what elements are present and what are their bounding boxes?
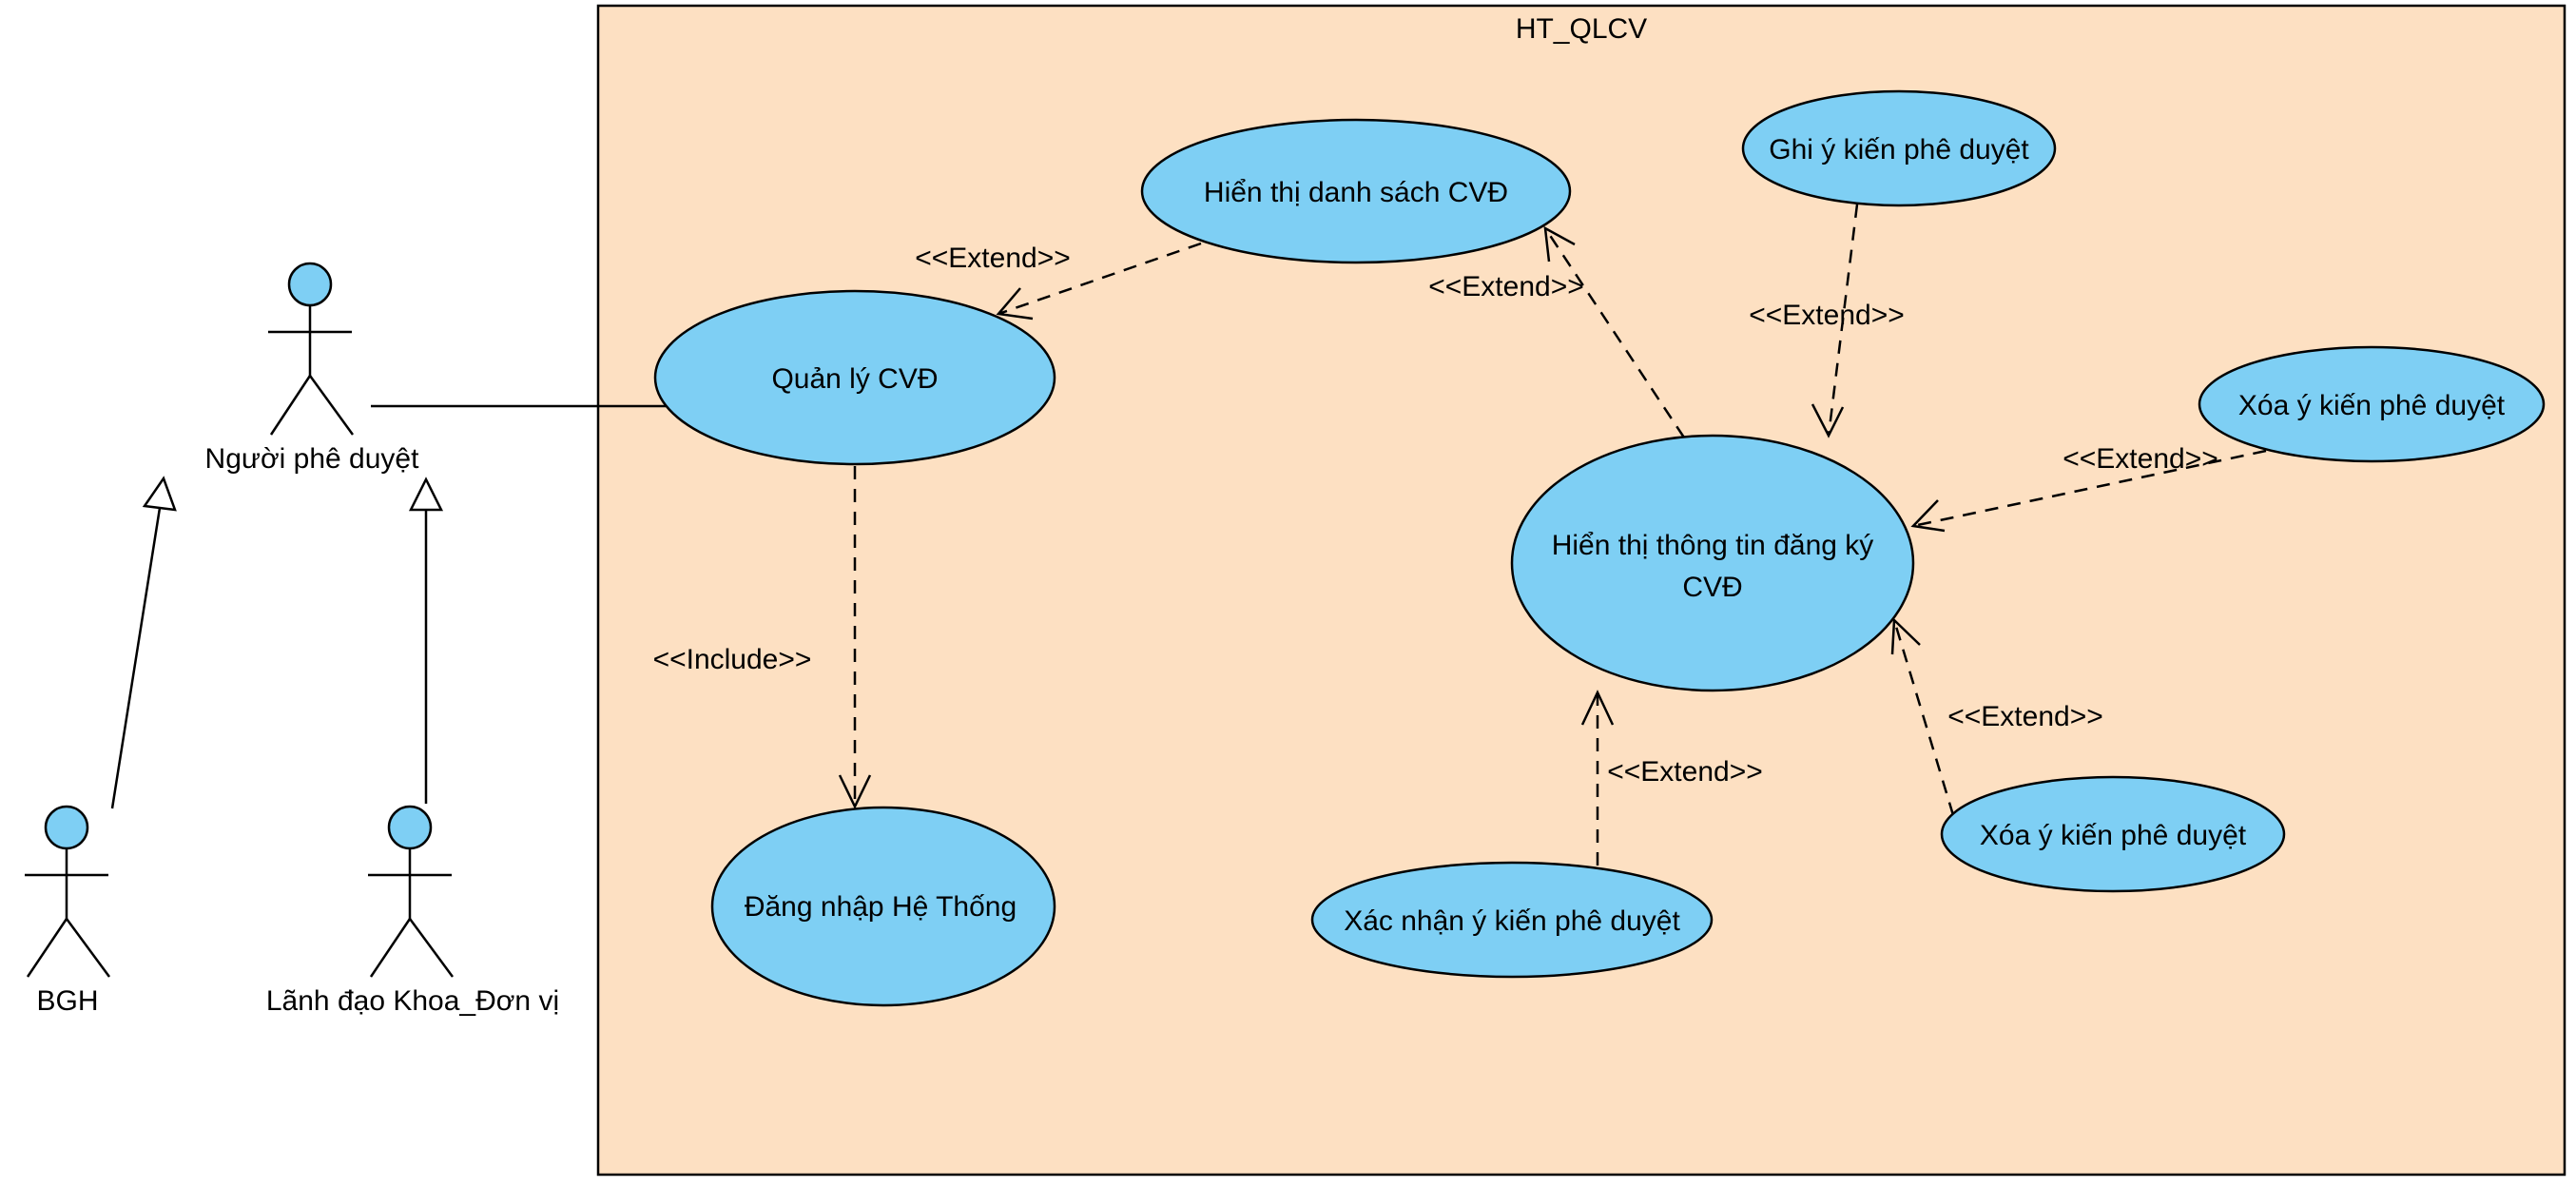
label-confirm-to-info: <<Extend>> <box>1607 756 1762 788</box>
actor-bgh-head <box>44 805 89 850</box>
actor-leader-label: Lãnh đạo Khoa_Đơn vị <box>266 985 559 1017</box>
actor-approver[interactable]: Người phê duyệt <box>205 262 420 475</box>
actor-approver-label: Người phê duyệt <box>205 443 420 475</box>
label-delete1-to-info: <<Extend>> <box>2063 443 2218 475</box>
usecase-write-opinion-label: Ghi ý kiến phê duyệt <box>1769 134 2029 165</box>
actor-bgh[interactable]: BGH <box>25 805 111 1017</box>
usecase-manage[interactable]: Quản lý CVĐ <box>653 289 1056 466</box>
label-list-to-manage: <<Extend>> <box>915 243 1070 274</box>
label-info-to-list: <<Extend>> <box>1428 271 1583 302</box>
relation-list-to-manage <box>996 242 1202 321</box>
relation-delete1-to-info <box>1910 449 2267 533</box>
usecase-login[interactable]: Đăng nhập Hệ Thống <box>710 806 1056 1007</box>
usecase-info-label-line2: CVĐ <box>1682 572 1742 603</box>
relation-info-to-list <box>1543 225 1686 438</box>
actor-leader[interactable]: Lãnh đạo Khoa_Đơn vị <box>266 805 559 1017</box>
usecase-info[interactable]: Hiển thị thông tin đăng ký CVĐ <box>1510 434 1915 692</box>
generalization-leader-arrowhead <box>408 477 444 512</box>
system-title: HT_QLCV <box>1516 13 1647 45</box>
actor-bgh-label: BGH <box>36 985 98 1017</box>
relation-manage-to-login <box>838 466 872 809</box>
generalization-bgh-line <box>110 507 162 809</box>
usecase-delete-opinion-1[interactable]: Xóa ý kiến phê duyệt <box>2198 345 2546 463</box>
usecase-write-opinion[interactable]: Ghi ý kiến phê duyệt <box>1741 89 2057 207</box>
usecase-confirm-opinion-label: Xác nhận ý kiến phê duyệt <box>1344 905 1680 937</box>
generalization-bgh-arrowhead <box>142 476 177 512</box>
usecase-login-label: Đăng nhập Hệ Thống <box>745 891 1017 923</box>
actor-leader-head <box>387 805 433 850</box>
usecase-info-label-line1: Hiển thị thông tin đăng ký <box>1552 530 1874 561</box>
usecase-list-label: Hiển thị danh sách CVĐ <box>1204 177 1508 208</box>
usecase-list[interactable]: Hiển thị danh sách CVĐ <box>1140 118 1572 264</box>
label-delete2-to-info: <<Extend>> <box>1947 701 2102 732</box>
usecase-delete-opinion-2[interactable]: Xóa ý kiến phê duyệt <box>1940 775 2286 893</box>
actor-approver-head <box>287 262 333 307</box>
usecase-delete-opinion-2-label: Xóa ý kiến phê duyệt <box>1980 820 2247 851</box>
usecase-confirm-opinion[interactable]: Xác nhận ý kiến phê duyệt <box>1310 861 1714 979</box>
relation-write-to-info <box>1811 204 1859 438</box>
label-write-to-info: <<Extend>> <box>1749 300 1904 331</box>
usecase-manage-label: Quản lý CVĐ <box>771 363 938 395</box>
relation-delete2-to-info <box>1890 617 1955 816</box>
usecase-delete-opinion-1-label: Xóa ý kiến phê duyệt <box>2238 390 2506 421</box>
relation-confirm-to-info <box>1580 690 1615 866</box>
label-manage-to-login: <<Include>> <box>653 644 812 675</box>
